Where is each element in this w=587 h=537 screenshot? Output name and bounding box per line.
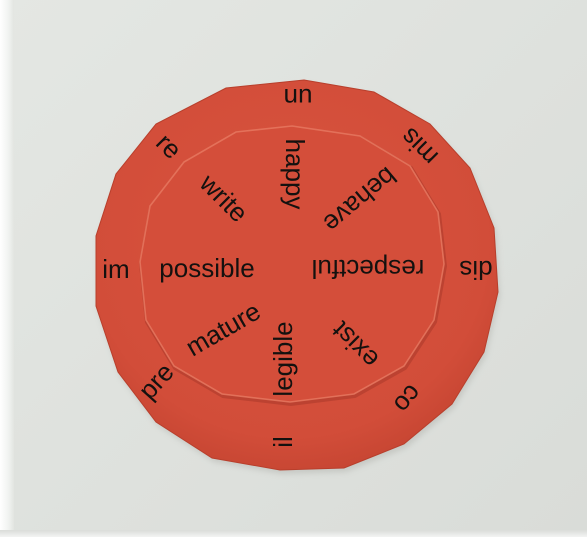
- root-respectful: respectful: [312, 254, 425, 284]
- root-happy: happy: [280, 139, 310, 210]
- prefix-im: im: [102, 254, 129, 284]
- prefix-dis: dis: [459, 255, 492, 285]
- root-legible: legible: [268, 321, 298, 396]
- prefix-un: un: [284, 83, 313, 113]
- root-possible: possible: [159, 253, 254, 283]
- prefix-il: il: [268, 436, 298, 448]
